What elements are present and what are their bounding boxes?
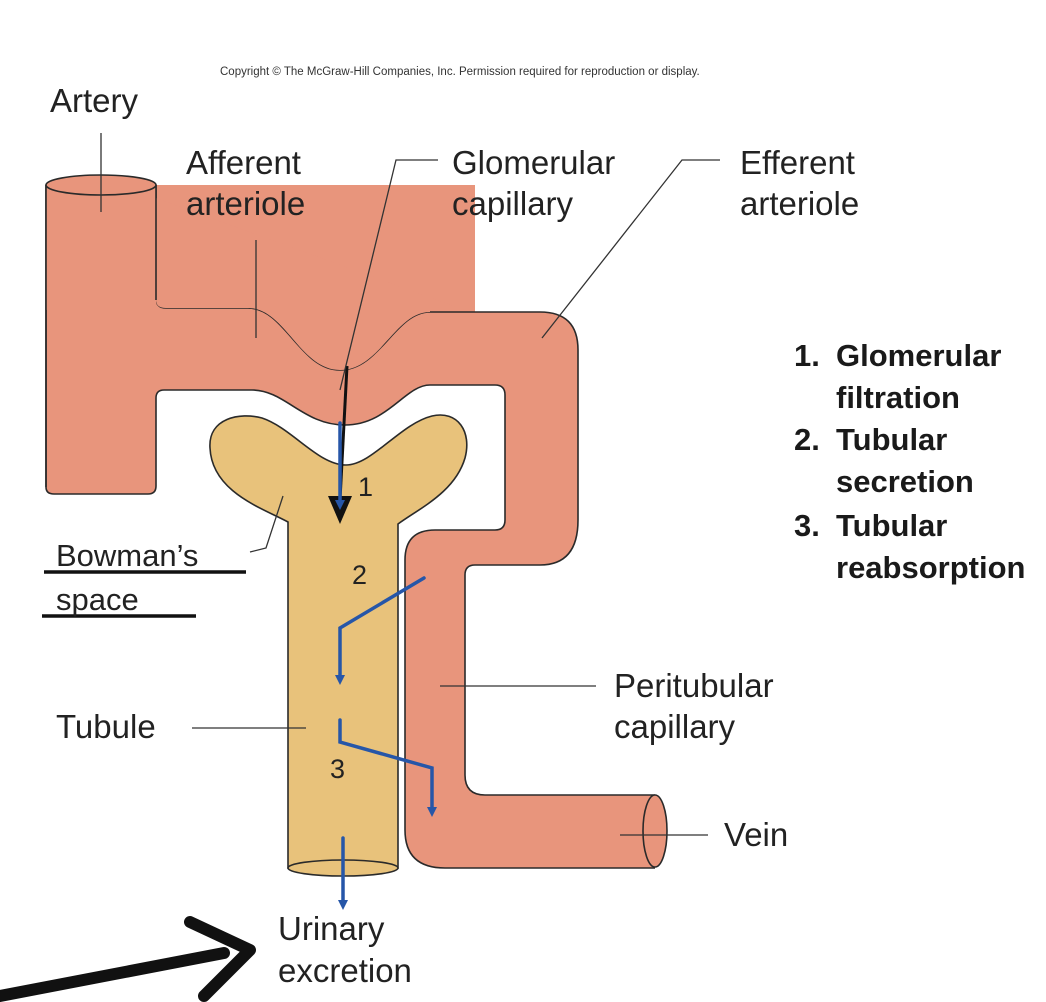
step-number-1: 1 [358, 472, 373, 502]
reabsorption-blue-arrow [338, 718, 437, 817]
key-3-line-1: Tubular [836, 508, 947, 543]
label-glomerular-1: Glomerular [452, 144, 615, 181]
step-number-3: 3 [330, 754, 345, 784]
label-peritubular-2: capillary [614, 708, 736, 745]
blue-process-arrows [335, 421, 437, 910]
label-peritubular-1: Peritubular [614, 667, 774, 704]
label-efferent-1: Efferent [740, 144, 855, 181]
efferent-peritubular-vessel [405, 312, 655, 868]
key-3-num: 3. [794, 508, 820, 543]
label-urinary-2: excretion [278, 952, 412, 989]
key-1-line-1: Glomerular [836, 338, 1001, 373]
label-afferent-2: arteriole [186, 185, 305, 222]
vein-opening [642, 794, 668, 868]
label-urinary-1: Urinary [278, 910, 385, 947]
key-2-num: 2. [794, 422, 820, 457]
key-1-num: 1. [794, 338, 820, 373]
key-2-line-2: secretion [836, 464, 974, 499]
step-number-2: 2 [352, 560, 367, 590]
key-2-line-1: Tubular [836, 422, 947, 457]
copyright-text: Copyright © The McGraw-Hill Companies, I… [220, 66, 700, 78]
process-key: 1. Glomerular filtration 2. Tubular secr… [794, 338, 1025, 585]
secretion-blue-arrow [335, 576, 426, 685]
black-pointer-arrow [0, 947, 230, 1002]
label-afferent-1: Afferent [186, 144, 301, 181]
label-glomerular-2: capillary [452, 185, 574, 222]
label-efferent-2: arteriole [740, 185, 859, 222]
key-3-line-2: reabsorption [836, 550, 1025, 585]
label-bowmans-2: space [56, 582, 139, 617]
key-1-line-2: filtration [836, 380, 960, 415]
filtration-arrow-head [328, 496, 352, 524]
label-tubule: Tubule [56, 708, 156, 745]
label-vein: Vein [724, 816, 788, 853]
label-bowmans-1: Bowman’s [56, 538, 198, 573]
label-artery: Artery [50, 82, 139, 119]
